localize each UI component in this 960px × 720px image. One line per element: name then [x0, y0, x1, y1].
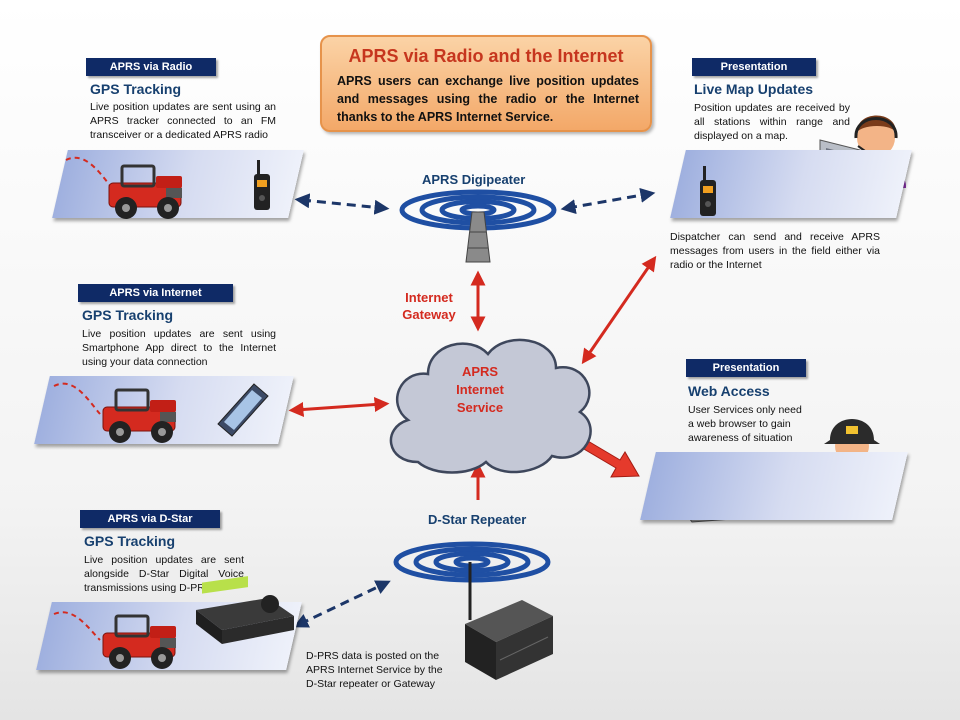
dstar-repeater-label: D-Star Repeater — [428, 512, 527, 527]
radio-panel-title: GPS Tracking — [90, 81, 182, 97]
radio-tower-icon — [402, 192, 554, 263]
internet-panel-band — [34, 376, 294, 444]
repeater-box-icon — [465, 600, 553, 680]
cloud-icon — [389, 338, 592, 474]
info-box-text: APRS users can exchange live position up… — [337, 74, 639, 124]
web-panel-band — [640, 452, 908, 520]
map-panel-title: Live Map Updates — [694, 81, 814, 97]
web-panel-title: Web Access — [688, 383, 770, 399]
badge-aprs-via-radio: APRS via Radio — [86, 58, 216, 76]
badge-aprs-via-dstar: APRS via D-Star — [80, 510, 220, 528]
info-box: APRS via Radio and the Internet APRS use… — [320, 35, 652, 132]
digipeater-label: APRS Digipeater — [422, 172, 526, 187]
dstar-panel-title: GPS Tracking — [84, 533, 176, 549]
badge-aprs-via-internet: APRS via Internet — [78, 284, 233, 302]
badge-presentation-web: Presentation — [686, 359, 806, 377]
dstar-panel-band — [36, 602, 302, 670]
dispatcher-note: Dispatcher can send and receive APRS mes… — [670, 231, 880, 271]
radio-panel-band — [52, 150, 304, 218]
dprs-note: D-PRS data is posted on the APRS Interne… — [306, 650, 443, 690]
info-box-title: APRS via Radio and the Internet — [348, 46, 624, 66]
cloud-label: APRS Internet Service — [456, 364, 504, 415]
radio-panel-text: Live position updates are sent using an … — [90, 101, 276, 141]
internet-gateway-label: Internet Gateway — [402, 290, 456, 322]
internet-panel-title: GPS Tracking — [82, 307, 174, 323]
dstar-panel-text: Live position updates are sent alongside… — [84, 554, 244, 594]
internet-panel-text: Live position updates are sent using Sma… — [82, 328, 276, 368]
web-panel-text: User Services only need a web browser to… — [688, 404, 802, 444]
map-panel-text: Position updates are received by all sta… — [694, 102, 850, 142]
map-panel-band — [670, 150, 912, 218]
badge-presentation-map: Presentation — [692, 58, 816, 76]
